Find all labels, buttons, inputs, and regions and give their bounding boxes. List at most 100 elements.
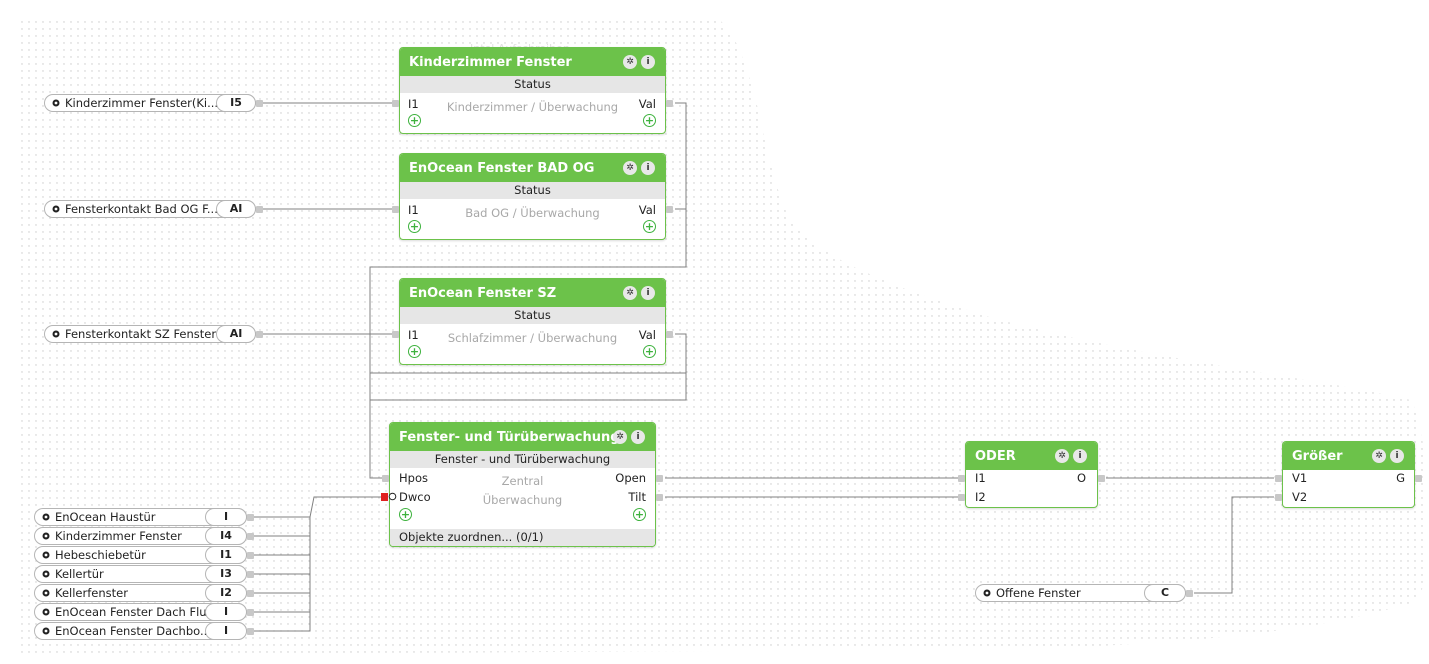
add-input-icon[interactable]: + — [408, 345, 421, 358]
gear-icon[interactable]: ✲ — [623, 286, 637, 300]
output-port[interactable] — [247, 552, 254, 559]
add-output-icon[interactable]: + — [633, 508, 646, 521]
add-output-icon[interactable]: + — [643, 114, 656, 127]
input-label: Fensterkontakt SZ Fenster — [65, 327, 217, 341]
input-node-haustuer[interactable]: EnOcean Haustür I — [34, 508, 247, 526]
output-port[interactable] — [656, 494, 663, 501]
input-label: V1 — [1292, 471, 1308, 485]
output-port[interactable] — [1186, 590, 1193, 597]
output-port[interactable] — [256, 331, 263, 338]
input-port[interactable] — [1275, 475, 1282, 482]
block-header[interactable]: Kinderzimmer Fenster ✲ i — [400, 48, 665, 76]
output-port[interactable] — [247, 590, 254, 597]
input-node-sz[interactable]: Fensterkontakt SZ Fenster AI — [44, 325, 256, 343]
info-icon[interactable]: i — [641, 161, 655, 175]
input-port[interactable] — [958, 494, 965, 501]
add-input-icon[interactable]: + — [408, 114, 421, 127]
block-header[interactable]: ODER ✲ i — [966, 442, 1097, 470]
block-header[interactable]: Fenster- und Türüberwachung ✲ i — [390, 423, 655, 451]
gear-icon[interactable]: ✲ — [623, 161, 637, 175]
input-badge: I — [205, 603, 247, 621]
input-badge: I5 — [216, 94, 256, 112]
block-groesser[interactable]: Größer ✲ i V1 G V2 — [1282, 441, 1415, 508]
output-port[interactable] — [666, 206, 673, 213]
output-port[interactable] — [256, 100, 263, 107]
gear-icon[interactable]: ✲ — [613, 430, 627, 444]
gear-icon — [52, 330, 60, 338]
block-enocean-fenster-sz[interactable]: EnOcean Fenster SZ ✲ i Status I1 Schlafz… — [399, 278, 666, 365]
input-port[interactable] — [392, 100, 399, 107]
output-port[interactable] — [247, 571, 254, 578]
input-port[interactable] — [382, 475, 389, 482]
gear-icon[interactable]: ✲ — [1372, 449, 1386, 463]
input-node-kellerfenster[interactable]: Kellerfenster I2 — [34, 584, 247, 602]
input-node-kellertuer[interactable]: Kellertür I3 — [34, 565, 247, 583]
input-label: I1 — [408, 97, 419, 111]
wire — [1194, 496, 1274, 594]
output-port[interactable] — [656, 475, 663, 482]
output-label: Val — [638, 97, 656, 111]
info-icon[interactable]: i — [641, 286, 655, 300]
output-port[interactable] — [247, 628, 254, 635]
input-node-offene-fenster[interactable]: Offene Fenster C — [975, 584, 1186, 602]
block-enocean-fenster-bad-og[interactable]: EnOcean Fenster BAD OG ✲ i Status I1 Bad… — [399, 153, 666, 240]
input-port[interactable] — [392, 331, 399, 338]
inverted-input-icon — [388, 492, 397, 501]
input-badge: I3 — [205, 565, 247, 583]
output-port[interactable] — [1098, 475, 1105, 482]
block-header[interactable]: EnOcean Fenster BAD OG ✲ i — [400, 154, 665, 182]
assign-objects-link[interactable]: Objekte zuordnen... (0/1) — [390, 529, 655, 546]
info-icon[interactable]: i — [1073, 449, 1087, 463]
wire — [309, 496, 382, 518]
info-icon[interactable]: i — [631, 430, 645, 444]
block-header[interactable]: Größer ✲ i — [1283, 442, 1414, 470]
gear-icon[interactable]: ✲ — [1055, 449, 1069, 463]
block-header[interactable]: EnOcean Fenster SZ ✲ i — [400, 279, 665, 307]
block-title: EnOcean Fenster SZ — [409, 285, 557, 301]
output-port[interactable] — [247, 514, 254, 521]
input-node-dachboden[interactable]: EnOcean Fenster Dachbo... I — [34, 622, 247, 640]
add-input-icon[interactable]: + — [399, 508, 412, 521]
block-oder[interactable]: ODER ✲ i I1 O I2 — [965, 441, 1098, 508]
input-label: Hebeschiebetür — [55, 548, 146, 562]
gear-icon — [42, 570, 50, 578]
input-badge: I — [205, 508, 247, 526]
input-label: EnOcean Fenster Dachbo... — [55, 624, 211, 638]
output-port[interactable] — [1415, 475, 1422, 482]
output-port[interactable] — [247, 533, 254, 540]
input-node-dach-flur[interactable]: EnOcean Fenster Dach Flur I — [34, 603, 247, 621]
output-port[interactable] — [247, 609, 254, 616]
block-kinderzimmer-fenster[interactable]: Kinderzimmer Fenster ✲ i Status I1 Kinde… — [399, 47, 666, 134]
block-title: Fenster- und Türüberwachung — [399, 429, 620, 445]
error-input-port[interactable] — [381, 493, 388, 501]
add-output-icon[interactable]: + — [643, 345, 656, 358]
input-label: I2 — [975, 490, 986, 504]
block-title: Kinderzimmer Fenster — [409, 54, 572, 70]
output-port[interactable] — [666, 331, 673, 338]
add-output-icon[interactable]: + — [643, 220, 656, 233]
input-label: Hpos — [399, 471, 428, 485]
input-port[interactable] — [392, 206, 399, 213]
input-node-hebeschiebetuer[interactable]: Hebeschiebetür I1 — [34, 546, 247, 564]
info-icon[interactable]: i — [641, 55, 655, 69]
input-node-bad-og[interactable]: Fensterkontakt Bad OG F... AI — [44, 200, 256, 218]
input-node-kinderzimmer[interactable]: Kinderzimmer Fenster(Ki... I5 — [44, 94, 256, 112]
add-input-icon[interactable]: + — [408, 220, 421, 233]
gear-icon[interactable]: ✲ — [623, 55, 637, 69]
block-location: Schlafzimmer / Überwachung — [447, 331, 618, 345]
output-port[interactable] — [256, 206, 263, 213]
output-label: O — [1076, 471, 1086, 485]
input-badge: AI — [216, 325, 256, 343]
output-port[interactable] — [666, 100, 673, 107]
output-label: Open — [615, 471, 646, 485]
block-category: Überwachung — [482, 493, 563, 507]
block-title: EnOcean Fenster BAD OG — [409, 160, 595, 176]
block-fenster-tuer-ueberwachung[interactable]: Fenster- und Türüberwachung ✲ i Fenster … — [389, 422, 656, 547]
block-title: Größer — [1292, 448, 1343, 464]
input-node-kinderzimmer-fenster[interactable]: Kinderzimmer Fenster I4 — [34, 527, 247, 545]
input-port[interactable] — [1275, 494, 1282, 501]
input-port[interactable] — [958, 475, 965, 482]
input-badge: I2 — [205, 584, 247, 602]
info-icon[interactable]: i — [1390, 449, 1404, 463]
